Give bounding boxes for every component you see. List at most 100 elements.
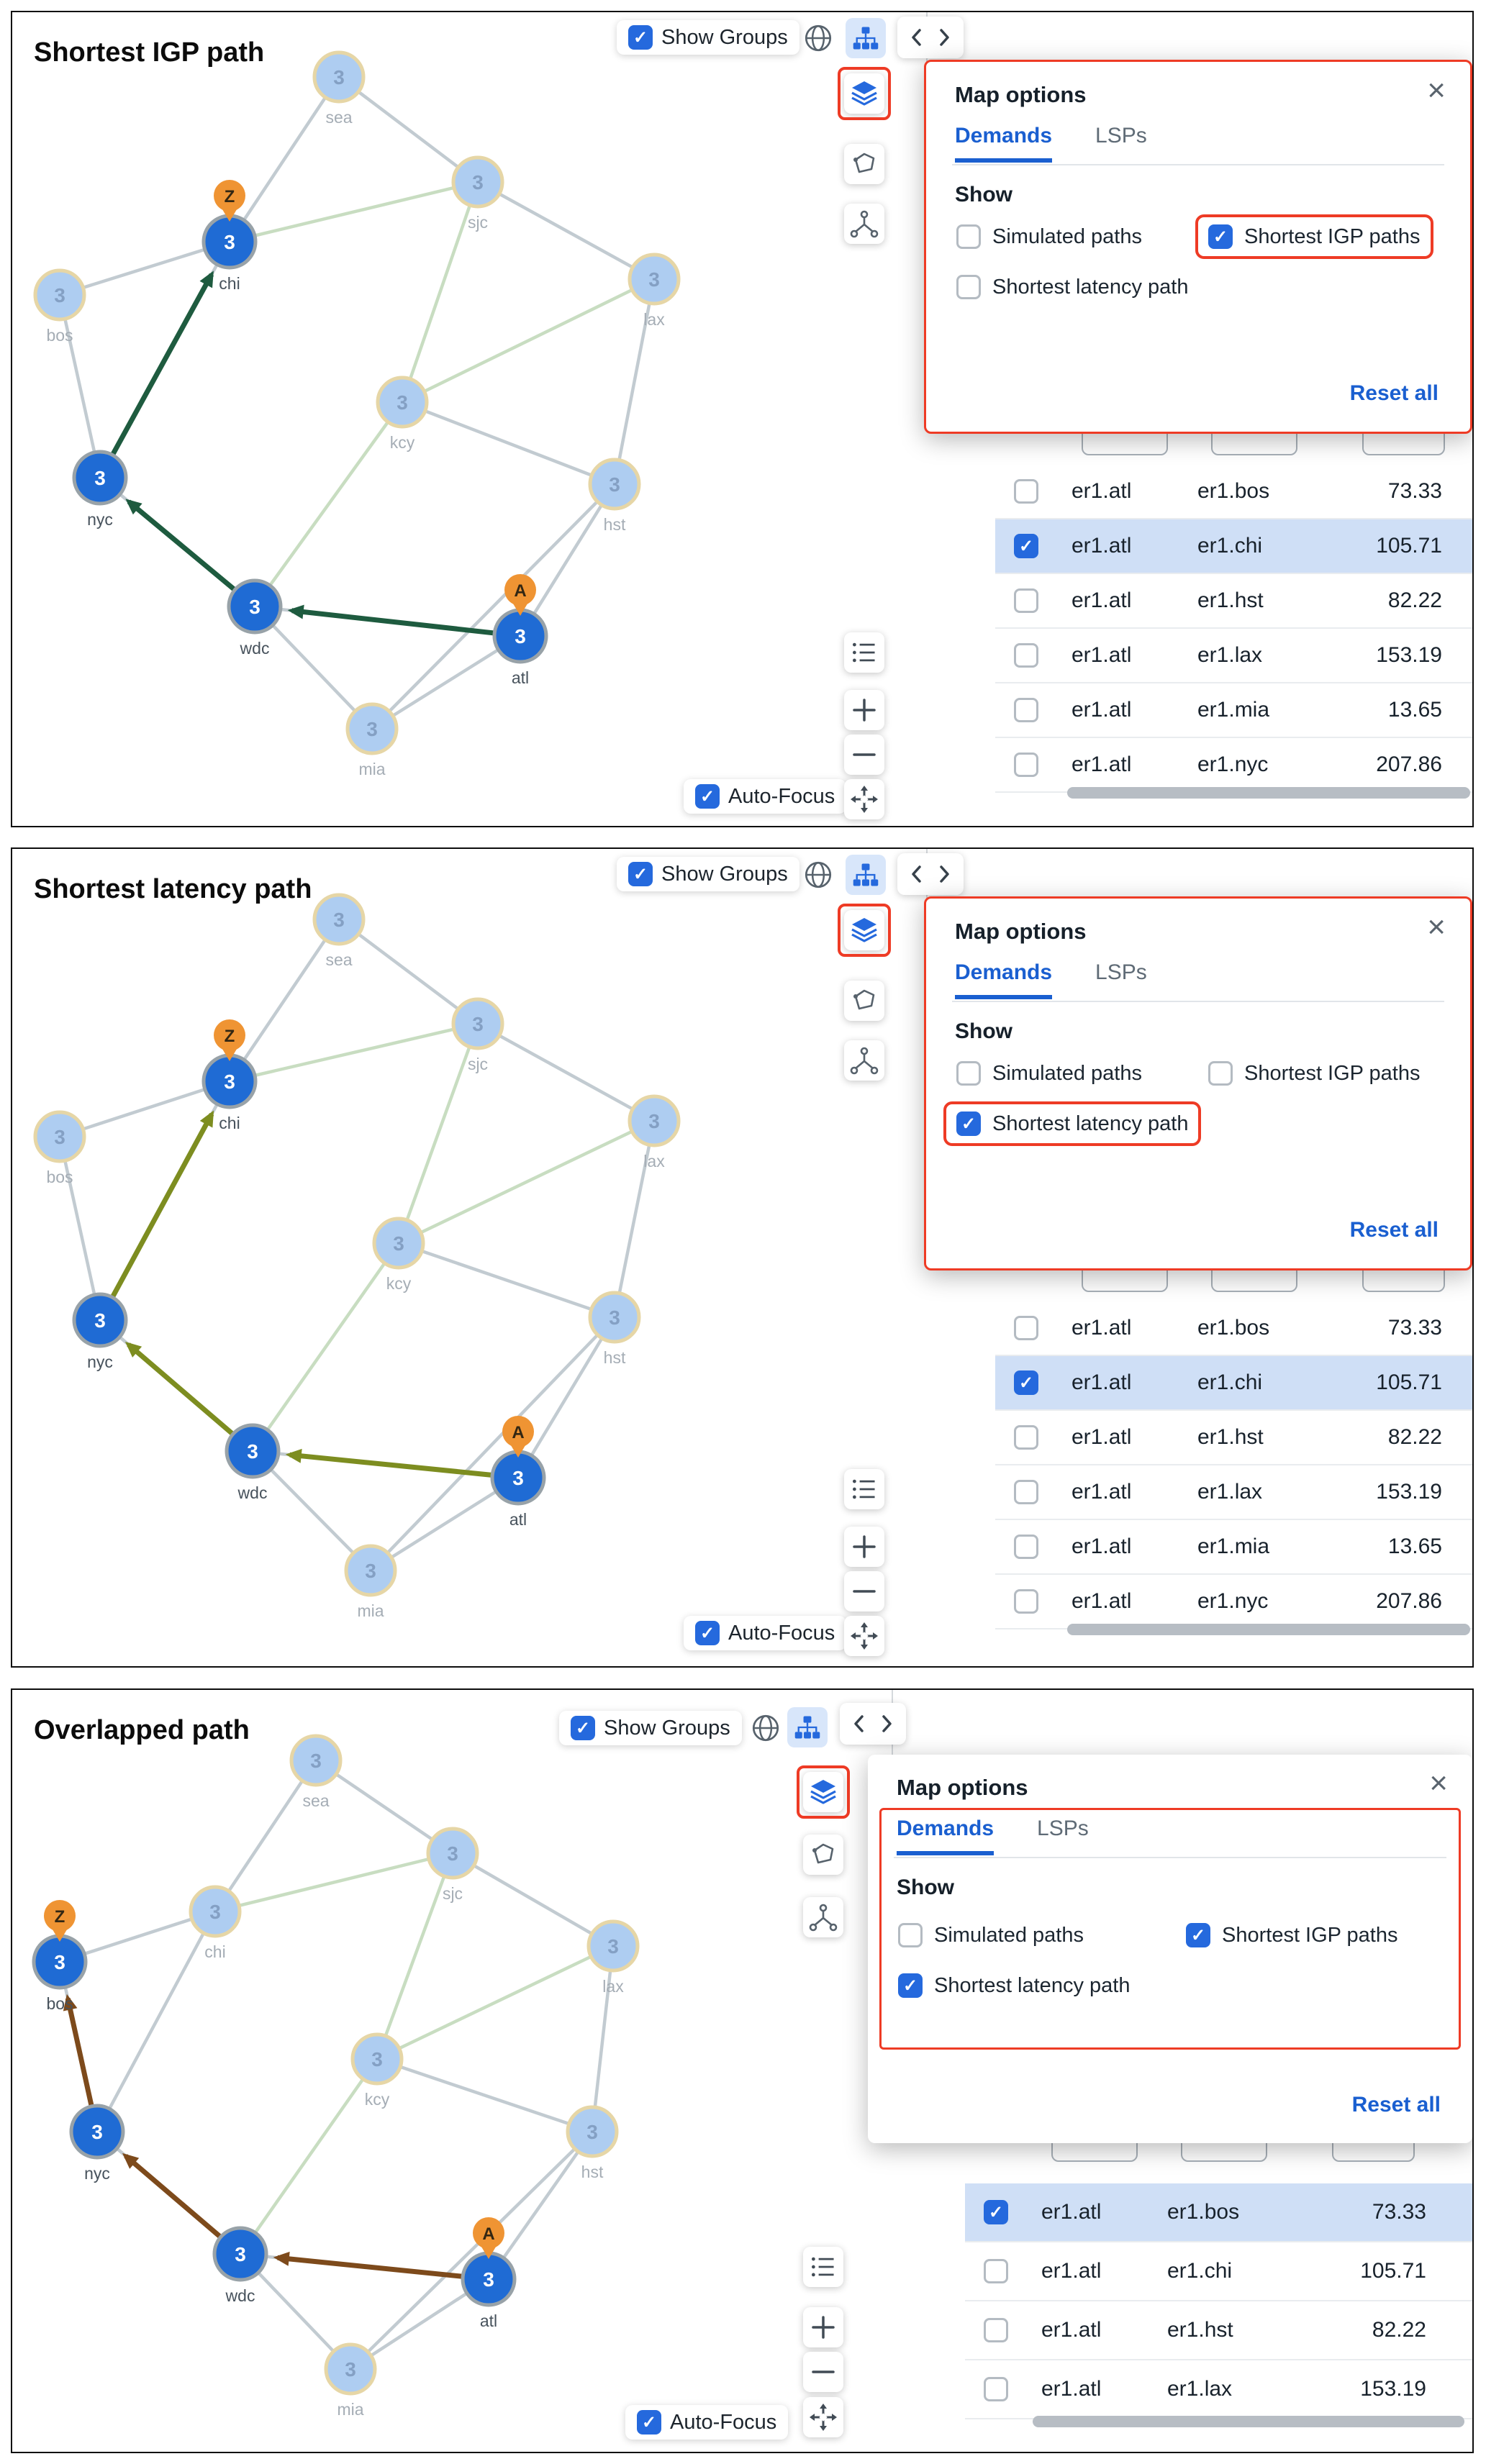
row-checkbox[interactable]	[984, 2259, 1008, 2283]
chevron-right-icon[interactable]	[935, 863, 953, 886]
path-segment-atl-wdc[interactable]	[273, 2251, 462, 2279]
layers-button[interactable]	[844, 73, 884, 114]
row-checkbox[interactable]	[1014, 1316, 1038, 1340]
option-checkbox[interactable]	[1186, 1923, 1210, 1947]
tab-lsps[interactable]: LSPs	[1095, 960, 1147, 984]
topology-view-button[interactable]	[846, 855, 886, 895]
auto-focus-checkbox[interactable]	[695, 784, 720, 809]
link-chi-sjc[interactable]	[229, 180, 479, 244]
link-sjc-lax[interactable]	[476, 181, 656, 281]
option-checkbox[interactable]	[898, 1973, 923, 1998]
link-hst-mia[interactable]	[369, 1316, 616, 1572]
zoom-out-button[interactable]	[844, 735, 884, 775]
horizontal-scrollbar[interactable]	[1033, 2416, 1464, 2427]
link-kcy-hst[interactable]	[402, 400, 615, 486]
row-checkbox[interactable]	[1014, 643, 1038, 668]
path-segment-nyc-chi[interactable]	[111, 271, 214, 455]
auto-focus-checkbox[interactable]	[637, 2410, 661, 2435]
option-shortest-igp-paths[interactable]: Shortest IGP paths	[1195, 214, 1433, 259]
close-icon[interactable]: ×	[1429, 1765, 1448, 1801]
horizontal-scrollbar[interactable]	[1067, 787, 1470, 799]
path-segment-nyc-bos[interactable]	[63, 1994, 94, 2106]
hierarchy-button[interactable]	[844, 204, 884, 244]
zoom-in-button[interactable]	[844, 690, 884, 730]
row-checkbox[interactable]	[1014, 1589, 1038, 1614]
link-bos-nyc[interactable]	[58, 1136, 102, 1321]
show-groups-toggle[interactable]: Show Groups	[559, 1711, 742, 1745]
link-sjc-lax[interactable]	[451, 1852, 615, 1947]
option-checkbox[interactable]	[1208, 224, 1233, 249]
reset-all-link[interactable]: Reset all	[1351, 2093, 1441, 2117]
row-checkbox[interactable]	[1014, 1425, 1038, 1450]
option-checkbox[interactable]	[956, 275, 981, 299]
link-atl-mia[interactable]	[371, 635, 522, 730]
legend-list-button[interactable]	[803, 2247, 843, 2287]
tab-lsps[interactable]: LSPs	[1037, 1817, 1089, 1840]
reset-all-link[interactable]: Reset all	[1349, 1218, 1439, 1242]
link-kcy-lax[interactable]	[402, 277, 655, 404]
link-kcy-wdc[interactable]	[253, 401, 404, 608]
row-checkbox[interactable]	[1014, 1480, 1038, 1504]
link-kcy-lax[interactable]	[376, 1944, 614, 2061]
link-sea-sjc[interactable]	[337, 76, 479, 183]
link-sea-sjc[interactable]	[314, 1759, 454, 1855]
auto-focus-toggle[interactable]: Auto-Focus	[684, 1616, 847, 1650]
row-checkbox[interactable]	[1014, 479, 1038, 504]
layers-button[interactable]	[803, 1772, 843, 1812]
tab-demands[interactable]: Demands	[955, 960, 1053, 999]
chevron-right-icon[interactable]	[935, 26, 953, 49]
option-checkbox[interactable]	[956, 1061, 981, 1086]
row-checkbox[interactable]	[984, 2200, 1008, 2224]
link-sjc-kcy[interactable]	[397, 1023, 480, 1244]
link-hst-mia[interactable]	[349, 2130, 594, 2370]
link-hst-atl[interactable]	[517, 1316, 616, 1479]
link-wdc-mia[interactable]	[253, 605, 373, 730]
link-bos-chi[interactable]	[59, 240, 230, 297]
show-groups-checkbox[interactable]	[628, 25, 653, 50]
link-sea-chi[interactable]	[228, 76, 340, 243]
shapes-button[interactable]	[844, 981, 884, 1021]
hierarchy-button[interactable]	[803, 1897, 843, 1937]
option-checkbox[interactable]	[956, 224, 981, 249]
chevron-left-icon[interactable]	[851, 1712, 868, 1735]
option-shortest-igp-paths[interactable]: Shortest IGP paths	[1177, 1917, 1407, 1953]
row-checkbox[interactable]	[1014, 588, 1038, 613]
legend-list-button[interactable]	[844, 632, 884, 673]
recenter-button[interactable]	[803, 2397, 843, 2437]
horizontal-scrollbar[interactable]	[1067, 1624, 1470, 1635]
zoom-in-button[interactable]	[844, 1527, 884, 1567]
link-sjc-kcy[interactable]	[400, 181, 480, 403]
layers-button[interactable]	[844, 910, 884, 950]
reset-all-link[interactable]: Reset all	[1349, 381, 1439, 405]
link-lax-hst[interactable]	[612, 1120, 656, 1318]
topology-view-button[interactable]	[846, 18, 886, 58]
